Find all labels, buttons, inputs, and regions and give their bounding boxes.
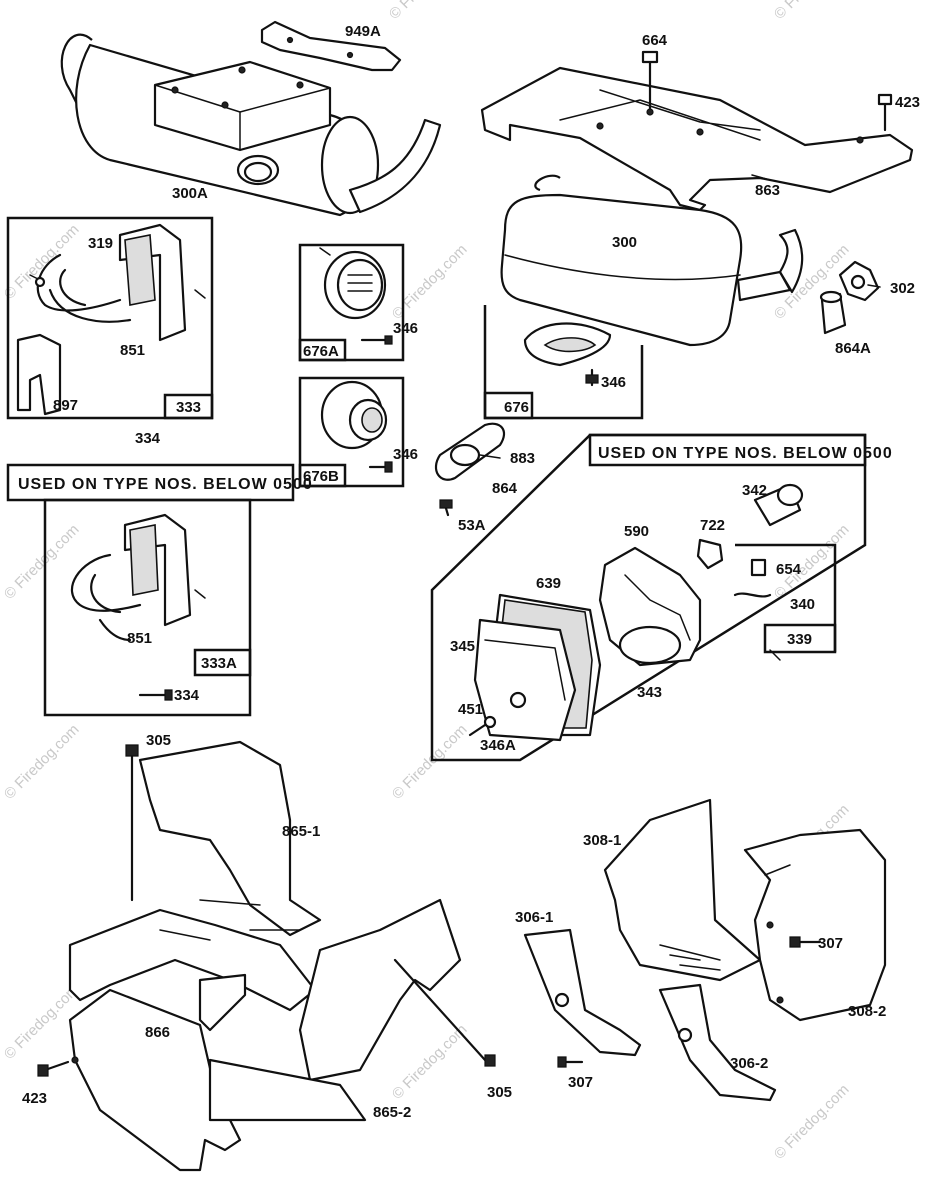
label-676: 676 xyxy=(504,399,529,416)
label-306-2: 306-2 xyxy=(730,1055,768,1072)
label-664: 664 xyxy=(642,32,668,49)
watermark: © Firedog.com xyxy=(389,1021,471,1103)
label-300A: 300A xyxy=(172,185,208,202)
label-590: 590 xyxy=(624,523,649,540)
label-306-1: 306-1 xyxy=(515,909,553,926)
label-53A: 53A xyxy=(458,517,486,534)
label-340: 340 xyxy=(790,596,815,613)
label-308-2: 308-2 xyxy=(848,1003,886,1020)
label-333A: 333A xyxy=(201,655,237,672)
label-346: 346 xyxy=(393,446,418,463)
box-676 xyxy=(483,305,644,420)
base-866 xyxy=(37,988,242,1172)
box-676B xyxy=(298,376,405,488)
label-639: 639 xyxy=(536,575,561,592)
watermark: © Firedog.com xyxy=(771,0,853,23)
label-676B: 676B xyxy=(303,468,339,485)
label-346A: 346A xyxy=(480,737,516,754)
watermark: © Firedog.com xyxy=(386,0,468,23)
box-333A xyxy=(6,463,295,717)
label-319: 319 xyxy=(88,235,113,252)
label-451: 451 xyxy=(458,701,483,718)
label-722: 722 xyxy=(700,517,725,534)
label-864: 864 xyxy=(492,480,518,497)
label-423: 423 xyxy=(22,1090,47,1107)
shroud-865-2 xyxy=(208,898,496,1122)
panel-306-2 xyxy=(658,983,777,1102)
gasket-883 xyxy=(434,422,506,517)
label-346: 346 xyxy=(393,320,418,337)
leader-lines xyxy=(319,174,881,876)
label-307: 307 xyxy=(568,1074,593,1091)
label-345: 345 xyxy=(450,638,475,655)
box-air-filter-assembly xyxy=(430,433,867,762)
muffler-300A xyxy=(60,33,442,217)
cover-308-1 xyxy=(603,798,762,982)
label-897: 897 xyxy=(53,397,78,414)
bracket-863 xyxy=(480,50,914,212)
label-676A: 676A xyxy=(303,343,339,360)
watermark: © Firedog.com xyxy=(1,721,83,803)
label-654: 654 xyxy=(776,561,802,578)
cover-308-2 xyxy=(743,828,887,1022)
label-342: 342 xyxy=(742,482,767,499)
muffler-300 xyxy=(500,174,804,347)
label-851: 851 xyxy=(127,630,152,647)
part-302-864A xyxy=(819,260,880,335)
bracket-949A xyxy=(260,20,402,72)
label-343: 343 xyxy=(637,684,662,701)
box-333 xyxy=(6,216,214,420)
label-865-2: 865-2 xyxy=(373,1104,411,1121)
label-851: 851 xyxy=(120,342,145,359)
label-305: 305 xyxy=(146,732,171,749)
label-333: 333 xyxy=(176,399,201,416)
part-labels: 949A 664 423 300A 863 300 302 864A 319 8… xyxy=(22,23,920,1121)
label-865-1: 865-1 xyxy=(282,823,320,840)
watermark: © Firedog.com xyxy=(1,221,83,303)
label-949A: 949A xyxy=(345,23,381,40)
watermark: © Firedog.com xyxy=(771,1081,853,1163)
label-334: 334 xyxy=(174,687,200,704)
label-339: 339 xyxy=(787,631,812,648)
label-423: 423 xyxy=(895,94,920,111)
note-text: USED ON TYPE NOS. BELOW 0500 xyxy=(598,445,893,462)
watermark: © Firedog.com xyxy=(1,521,83,603)
label-305: 305 xyxy=(487,1084,512,1101)
shroud-865-1 xyxy=(68,740,322,1032)
label-307: 307 xyxy=(818,935,843,952)
label-883: 883 xyxy=(510,450,535,467)
label-864A: 864A xyxy=(835,340,871,357)
panel-306-1 xyxy=(523,928,642,1068)
note-text: USED ON TYPE NOS. BELOW 0500 xyxy=(18,476,313,493)
label-308-1: 308-1 xyxy=(583,832,621,849)
box-676A xyxy=(298,243,405,362)
label-300: 300 xyxy=(612,234,637,251)
label-302: 302 xyxy=(890,280,915,297)
label-346: 346 xyxy=(601,374,626,391)
label-866: 866 xyxy=(145,1024,170,1041)
label-863: 863 xyxy=(755,182,780,199)
watermark: © Firedog.com xyxy=(389,721,471,803)
label-334: 334 xyxy=(135,430,161,447)
watermark: © Firedog.com xyxy=(389,241,471,323)
